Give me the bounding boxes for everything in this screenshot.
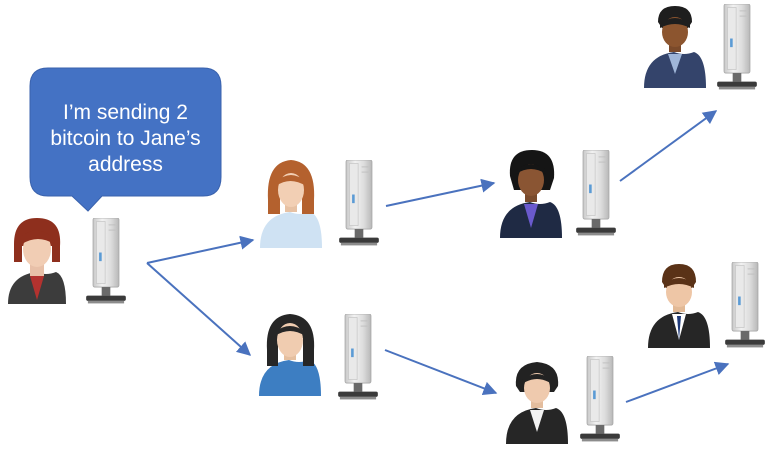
- arrows: [146, 110, 730, 403]
- center-top-server-icon: [575, 150, 617, 236]
- peer-node-bottom-middle: [259, 314, 379, 400]
- arrow-sender-to-jane: [146, 235, 255, 264]
- jane-server-icon: [338, 160, 380, 246]
- arrow-jane-to-center-top: [385, 178, 496, 207]
- arrow-center-bottom-to-bottom-right: [625, 361, 730, 403]
- sender-avatar-icon: [8, 218, 66, 304]
- center-bottom-server-icon: [579, 356, 621, 442]
- bottom-middle-avatar-icon: [259, 314, 321, 396]
- bottom-right-avatar-icon: [648, 264, 710, 348]
- center-top-avatar-icon: [500, 150, 562, 238]
- top-right-server-icon: [716, 4, 758, 90]
- speech-bubble-text: I’m sending 2 bitcoin to Jane’s address: [50, 101, 201, 176]
- sender-node: [8, 218, 127, 304]
- top-right-avatar-icon: [644, 6, 706, 88]
- jane-avatar-icon: [260, 160, 322, 248]
- sender-server-icon: [85, 218, 127, 304]
- jane-node: [260, 160, 380, 248]
- arrow-bottom-middle-to-center-bottom: [384, 349, 498, 395]
- peer-node-center-bottom: [506, 356, 621, 444]
- arrow-center-top-to-top-right: [619, 110, 718, 182]
- peer-node-center-top: [500, 150, 617, 238]
- center-bottom-avatar-icon: [506, 362, 568, 444]
- peer-node-top-right: [644, 4, 758, 90]
- peer-node-bottom-right: [648, 262, 766, 348]
- bottom-middle-server-icon: [337, 314, 379, 400]
- bottom-right-server-icon: [724, 262, 766, 348]
- arrow-sender-to-bottom-middle: [146, 262, 252, 356]
- speech-bubble: [29, 67, 222, 212]
